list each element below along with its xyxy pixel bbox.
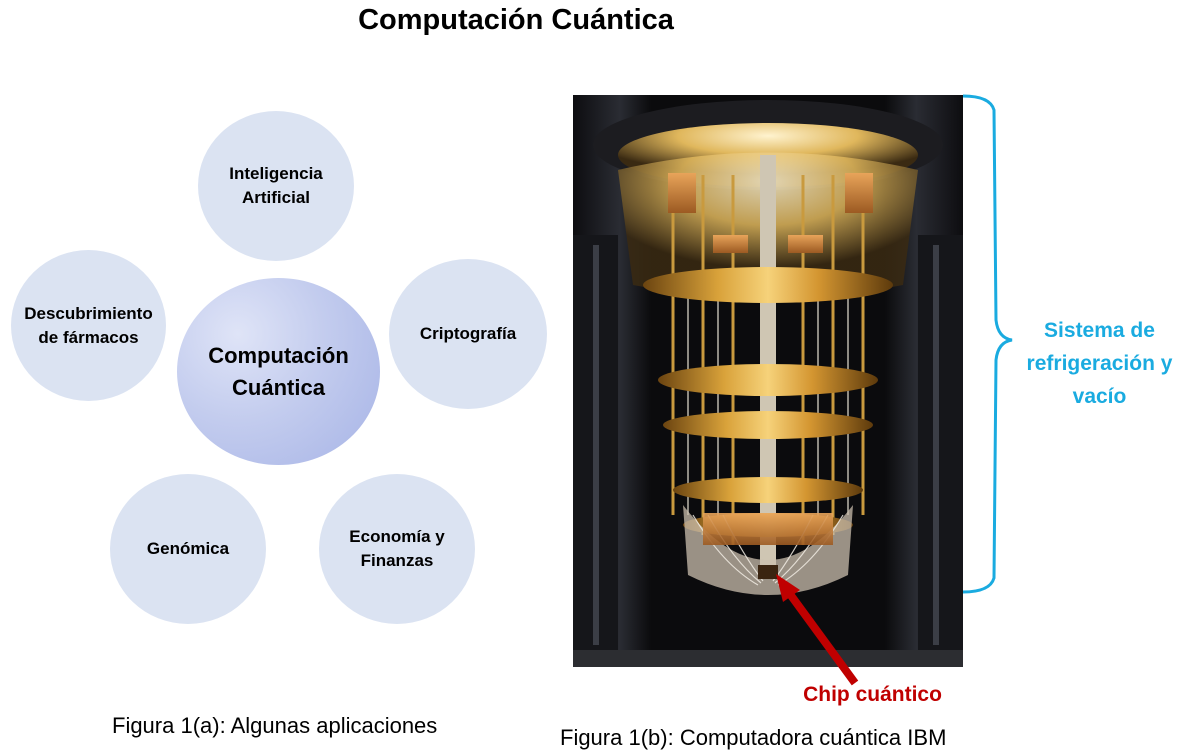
arrowhead-icon <box>776 574 800 602</box>
cooling-system-label: Sistema de refrigeración y vacío <box>1012 314 1187 413</box>
node-label-line: Artificial <box>241 188 311 207</box>
quantum-chip-label: Chip cuántico <box>803 683 942 706</box>
node-cryptography: Criptografía <box>389 259 547 409</box>
brace-icon <box>962 94 1013 594</box>
center-label-line: Cuántica <box>232 374 325 400</box>
node-label-line: Finanzas <box>360 551 434 570</box>
figure-a-caption: Figura 1(a): Algunas aplicaciones <box>112 713 438 738</box>
node-artificial-intelligence: Inteligencia Artificial <box>198 111 354 261</box>
center-label-line: Computación <box>208 342 349 368</box>
page-title: Computación Cuántica <box>358 4 674 36</box>
node-label-line: Genómica <box>146 539 230 558</box>
node-label-line: Inteligencia <box>229 164 323 183</box>
node-label-line: Criptografía <box>419 324 517 343</box>
ibm-quantum-computer-photo <box>573 95 963 667</box>
node-label-line: Descubrimiento <box>24 303 153 323</box>
node-label-line: Economía y <box>349 527 445 546</box>
node-economy-finance: Economía y Finanzas <box>319 474 475 624</box>
chip-arrow-line <box>783 587 859 686</box>
brace-label-line: refrigeración y <box>1026 352 1173 375</box>
node-genomics: Genómica <box>110 474 266 624</box>
node-label-line: de fármacos <box>38 327 139 347</box>
center-node-quantum-computing: Computación Cuántica <box>177 278 380 465</box>
brace-label-line: Sistema de <box>1044 319 1155 342</box>
figure-b-caption: Figura 1(b): Computadora cuántica IBM <box>560 725 947 750</box>
brace-label-line: vacío <box>1072 385 1127 408</box>
node-drug-discovery: Descubrimiento de fármacos <box>11 250 166 401</box>
